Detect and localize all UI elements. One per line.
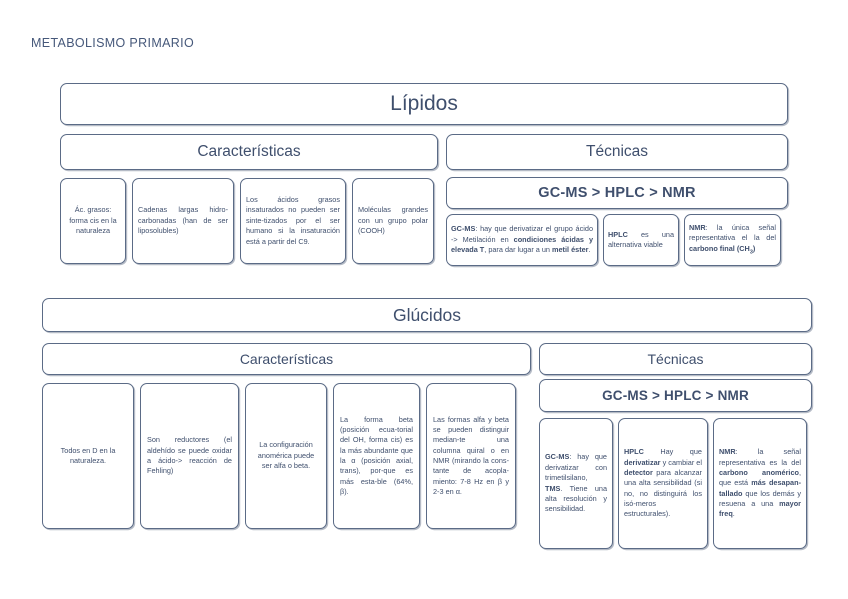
leaf-text: GC-MS: hay que derivatizar el grupo ácid… xyxy=(451,224,593,255)
leaf-body: Hay que xyxy=(643,447,702,457)
leaf-lead: GC-MS xyxy=(545,452,570,462)
list-item[interactable]: Las formas alfa y beta se pueden disting… xyxy=(426,383,516,529)
lipidos-tecnicas-order-label: GC-MS > HPLC > NMR xyxy=(538,185,696,201)
list-item[interactable]: Moléculas grandes con un grupo polar (CO… xyxy=(352,178,434,264)
leaf-body: . xyxy=(588,245,591,255)
leaf-strong: carbono anomérico xyxy=(719,467,799,477)
leaf-text: NMR: la única señal representativa el la… xyxy=(689,223,776,257)
lipidos-title-box[interactable]: Lípidos xyxy=(60,83,788,125)
leaf-body: : hay que derivatizar con trimetilsilano… xyxy=(545,452,607,483)
leaf-lead: HPLC xyxy=(624,447,644,457)
glucidos-title-box[interactable]: Glúcidos xyxy=(42,298,812,332)
leaf-body: es una alternativa viable xyxy=(608,229,674,249)
leaf-text: Los ácidos grasos insaturados no pueden … xyxy=(246,195,340,246)
list-item[interactable]: NMR: la señal representativa es la del c… xyxy=(713,418,807,549)
leaf-body: , para dar lugar a un xyxy=(484,245,553,255)
leaf-text: La configuración anomérica puede ser alf… xyxy=(257,440,315,471)
lipidos-tecnicas-order-box[interactable]: GC-MS > HPLC > NMR xyxy=(446,177,788,209)
page-title: METABOLISMO PRIMARIO xyxy=(31,36,195,50)
leaf-lead: NMR xyxy=(719,447,736,457)
list-item[interactable]: La configuración anomérica puede ser alf… xyxy=(245,383,327,529)
leaf-text: Son reductores (el aldehído se puede oxi… xyxy=(147,435,232,476)
leaf-lead: GC-MS xyxy=(451,224,476,234)
leaf-text: NMR: la señal representativa es la del c… xyxy=(719,447,801,520)
leaf-strong: condiciones ácidas y elevada T xyxy=(451,234,593,255)
leaf-lead: NMR xyxy=(689,223,706,233)
list-item[interactable]: GC-MS: hay que derivatizar con trimetils… xyxy=(539,418,613,549)
leaf-text: HPLC Hay que derivatizar y cambiar el de… xyxy=(624,447,702,520)
lipidos-tecnicas-title-box[interactable]: Técnicas xyxy=(446,134,788,170)
glucidos-tecnicas-title-box[interactable]: Técnicas xyxy=(539,343,812,375)
leaf-body: , que está xyxy=(719,467,801,488)
glucidos-title-label: Glúcidos xyxy=(392,304,462,325)
leaf-text: HPLC es una alternativa viable xyxy=(608,230,674,251)
leaf-strong: carbono final (CH3) xyxy=(689,243,756,256)
leaf-strong: derivatizar xyxy=(624,457,661,467)
leaf-body: : hay que derivatizar el grupo ácido -> … xyxy=(451,224,593,244)
list-item[interactable]: La forma beta (posición ecua-torial del … xyxy=(333,383,420,529)
lipidos-caracteristicas-title-box[interactable]: Características xyxy=(60,134,438,170)
leaf-text: Moléculas grandes con un grupo polar (CO… xyxy=(358,205,428,236)
leaf-strong: más desapan-tallado xyxy=(719,478,801,498)
list-item[interactable]: GC-MS: hay que derivatizar el grupo ácid… xyxy=(446,214,598,266)
lipidos-caracteristicas-leaf-row: Ác. grasos: forma cis en la naturaleza C… xyxy=(60,178,438,264)
leaf-lead: HPLC xyxy=(608,229,628,239)
list-item[interactable]: Cadenas largas hidro-carbonadas (han de … xyxy=(132,178,234,264)
leaf-body: . xyxy=(732,509,735,519)
lipidos-tecnicas-leaf-row: GC-MS: hay que derivatizar el grupo ácid… xyxy=(446,214,788,266)
glucidos-tecnicas-order-label: GC-MS > HPLC > NMR xyxy=(602,388,749,403)
leaf-text: GC-MS: hay que derivatizar con trimetils… xyxy=(545,452,607,514)
leaf-body: . Tiene una alta resolución y sensibilid… xyxy=(545,483,607,514)
leaf-body: y cambiar el xyxy=(660,457,702,467)
leaf-strong: TMS xyxy=(545,483,561,493)
list-item[interactable]: Ác. grasos: forma cis en la naturaleza xyxy=(60,178,126,264)
leaf-body: : la señal representativa es la del xyxy=(719,447,801,467)
leaf-text: La forma beta (posición ecua-torial del … xyxy=(340,414,413,497)
leaf-body: para alcanzar una alta sensibilidad (si … xyxy=(624,467,702,519)
leaf-text: Las formas alfa y beta se pueden disting… xyxy=(433,414,509,497)
glucidos-caracteristicas-title-box[interactable]: Características xyxy=(42,343,531,375)
list-item[interactable]: Los ácidos grasos insaturados no pueden … xyxy=(240,178,346,264)
leaf-text: Cadenas largas hidro-carbonadas (han de … xyxy=(138,205,228,236)
lipidos-caracteristicas-label: Características xyxy=(197,143,301,160)
list-item[interactable]: HPLC Hay que derivatizar y cambiar el de… xyxy=(618,418,708,549)
lipidos-tecnicas-label: Técnicas xyxy=(585,143,649,160)
leaf-body: : la única señal representativa el la de… xyxy=(689,223,776,243)
list-item[interactable]: Son reductores (el aldehído se puede oxi… xyxy=(140,383,239,529)
glucidos-caracteristicas-leaf-row: Todos en D en la naturaleza. Son reducto… xyxy=(42,383,531,529)
list-item[interactable]: HPLC es una alternativa viable xyxy=(603,214,679,266)
list-item[interactable]: Todos en D en la naturaleza. xyxy=(42,383,134,529)
list-item[interactable]: NMR: la única señal representativa el la… xyxy=(684,214,781,266)
leaf-strong: mayor freq xyxy=(719,499,801,519)
leaf-strong: metil éster xyxy=(552,245,589,255)
leaf-text: Ác. grasos: forma cis en la naturaleza xyxy=(69,205,117,236)
glucidos-tecnicas-leaf-row: GC-MS: hay que derivatizar con trimetils… xyxy=(539,418,812,549)
leaf-text: Todos en D en la naturaleza. xyxy=(60,445,116,465)
glucidos-tecnicas-label: Técnicas xyxy=(647,351,704,367)
glucidos-tecnicas-order-box[interactable]: GC-MS > HPLC > NMR xyxy=(539,379,812,412)
leaf-strong: detector xyxy=(624,467,653,477)
lipidos-title-label: Lípidos xyxy=(390,92,458,115)
lipidos-group: Lípidos Características Técnicas GC-MS >… xyxy=(0,0,848,290)
leaf-body: que los demás y resuena a una xyxy=(719,488,801,509)
glucidos-caracteristicas-label: Características xyxy=(239,351,334,367)
